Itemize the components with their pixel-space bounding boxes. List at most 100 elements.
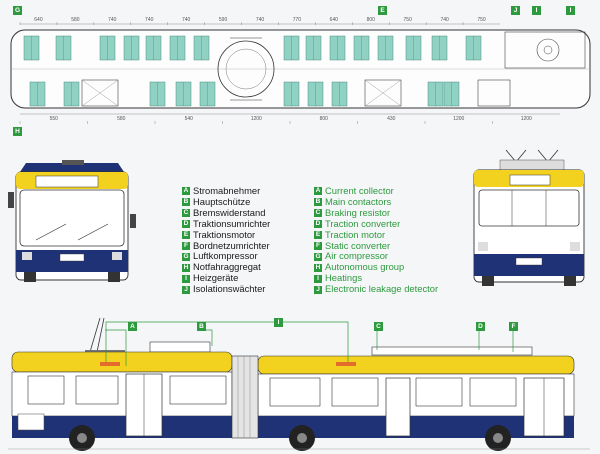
dimension-label: 1200: [251, 116, 262, 122]
legend-label: Heatings: [325, 272, 363, 284]
legend-label: Bremswiderstand: [193, 206, 266, 218]
legend-key-badge: C: [314, 209, 322, 218]
door-3: [364, 79, 402, 107]
legend-label: Luftkompressor: [193, 250, 258, 262]
legend-key-badge: F: [182, 241, 190, 250]
door-4: [477, 79, 511, 107]
dimension-label: 740: [256, 17, 265, 23]
dimension-label: 580: [71, 17, 80, 23]
door-1: [81, 79, 119, 107]
legend-key-badge: J: [182, 285, 190, 294]
plan-tag-j: J: [511, 6, 520, 15]
rear-window: [478, 189, 580, 227]
legend-label: Notfahraggregat: [193, 261, 261, 273]
dimension-label: 640: [330, 17, 339, 23]
plan-tag-g: G: [13, 6, 22, 15]
side-view: [8, 317, 590, 451]
front-section-roof: [11, 351, 233, 373]
legend-key-badge: D: [314, 220, 322, 229]
legend-key-badge: G: [314, 252, 322, 261]
front-section-skirt: [12, 416, 232, 438]
side-tag-d: D: [476, 322, 485, 331]
legend-key-badge: I: [182, 274, 190, 283]
wheels: [69, 425, 511, 451]
legend-label: Traktionsmotor: [193, 228, 256, 240]
front-mirror-left: [8, 192, 14, 208]
dimension-label: 550: [50, 116, 59, 122]
plan-tag-i-1: I: [532, 6, 541, 15]
side-tag-c: C: [374, 322, 383, 331]
legend-label: Air compressor: [325, 250, 389, 262]
legend-key-badge: H: [182, 263, 190, 272]
legend-label: Braking resistor: [325, 206, 391, 218]
dimension-label: 750: [477, 17, 486, 23]
dimension-label: 540: [185, 116, 194, 122]
dimension-label: 1200: [453, 116, 464, 122]
dimension-label: 740: [108, 17, 117, 23]
legend-label: Traktionsumrichter: [193, 217, 271, 229]
legend-key-badge: D: [182, 220, 190, 229]
legend-key-badge: F: [314, 241, 322, 250]
legend-key-badge: B: [314, 198, 322, 207]
legend-key-badge: J: [314, 285, 322, 294]
legend-label: Autonomous group: [325, 261, 405, 273]
side-tag-b: B: [197, 322, 206, 331]
front-view: [8, 160, 136, 282]
legend-key-badge: G: [182, 252, 190, 261]
legend-key-badge: A: [314, 187, 322, 196]
rear-view: [473, 149, 585, 286]
rear-section-roof: [257, 355, 575, 375]
side-door-3: [385, 377, 411, 437]
articulation-bellows: [231, 355, 259, 439]
legend-label: Heizgeräte: [193, 272, 239, 284]
dimension-label: 590: [219, 17, 228, 23]
side-tag-a: A: [128, 322, 137, 331]
plan-tag-i-2: I: [566, 6, 575, 15]
legend-key-badge: I: [314, 274, 322, 283]
legend-label: Current collector: [325, 185, 394, 196]
legend-label: Electronic leakage detector: [325, 283, 439, 295]
legend-label: Bordnetzumrichter: [193, 239, 270, 251]
legend-key-badge: H: [314, 263, 322, 272]
seat-group: [23, 35, 482, 107]
dimension-label: 800: [367, 17, 376, 23]
legend-label: Stromabnehmer: [193, 185, 261, 196]
legend-label: Main contactors: [325, 195, 392, 207]
roof-equipment-front: [149, 341, 211, 353]
front-windshield: [19, 189, 125, 247]
side-tag-i: I: [274, 318, 283, 327]
front-destination-display: [35, 175, 99, 188]
steering-wheel: [536, 38, 560, 62]
dimension-label: 750: [404, 17, 413, 23]
legend-label: Isolationswächter: [193, 283, 266, 295]
dimension-label: 640: [34, 17, 43, 23]
legend-label: Hauptschütze: [193, 195, 251, 207]
legend-label: Traction motor: [325, 228, 386, 240]
articulation-joint: [217, 40, 275, 98]
dimension-label: 800: [320, 116, 329, 122]
